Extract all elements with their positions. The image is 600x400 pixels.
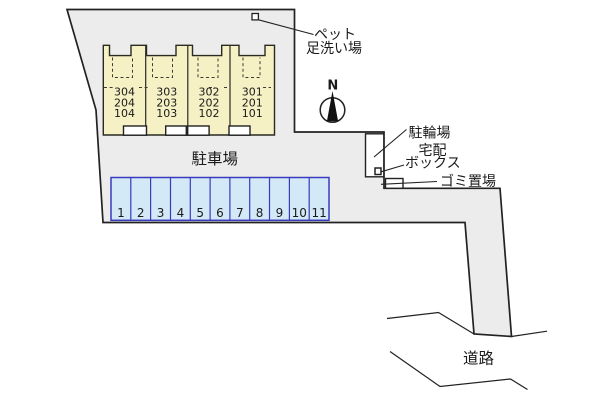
room-number: 303 <box>156 86 177 99</box>
parking-space-number: 6 <box>216 206 224 220</box>
room-number: 301 <box>242 86 263 99</box>
compass-icon: N <box>319 79 346 124</box>
compass-north-label: N <box>327 79 338 94</box>
parking-space-dividers <box>130 177 310 221</box>
entrance-rect-1 <box>122 125 148 136</box>
parking-space-number: 8 <box>256 206 264 220</box>
compass-needle <box>326 91 339 122</box>
room-number: 103 <box>156 107 177 120</box>
bicycle-parking-rect <box>364 133 385 178</box>
room-number: 302 <box>199 86 220 99</box>
room-number: 101 <box>242 107 263 120</box>
room-number: 104 <box>114 107 135 120</box>
entrance-rect-4 <box>228 125 251 136</box>
parking-space-number: 5 <box>196 206 204 220</box>
balcony-dashed-unit3 <box>197 57 219 78</box>
garbage-leader-line <box>380 180 438 185</box>
delivery-leader-line <box>380 164 405 173</box>
parking-space-number: 11 <box>311 206 326 220</box>
entrance-rect-2 <box>164 125 187 136</box>
parking-space-number: 2 <box>137 206 145 220</box>
room-number: 304 <box>114 86 135 99</box>
parking-space-number: 3 <box>157 206 165 220</box>
room-number: 202 <box>199 97 220 110</box>
parking-space-number: 7 <box>236 206 244 220</box>
building-unit-dividers <box>145 45 231 135</box>
garbage-area-label: ゴミ置場 <box>440 173 496 190</box>
room-number: 204 <box>114 97 135 110</box>
parking-space-number: 10 <box>292 206 307 220</box>
bicycle-leader-line <box>373 129 407 158</box>
road-label: 道路 <box>463 350 495 368</box>
pet-area-label-line2: 足洗い場 <box>306 41 362 57</box>
room-number: 201 <box>242 97 263 110</box>
balcony-dashed-unit2 <box>152 57 173 78</box>
pet-wash-rect <box>251 12 260 21</box>
delivery-box-label-line2: ボックス <box>405 156 461 172</box>
parking-lot-rect <box>110 176 330 222</box>
pet-leader-line <box>258 19 314 36</box>
parking-space-number: 9 <box>276 206 284 220</box>
pet-area-label-line1: ペット <box>314 27 356 43</box>
delivery-box-label-line1: 宅配 <box>419 143 447 159</box>
bicycle-parking-label: 駐輪場 <box>409 125 451 142</box>
road-edge-line-upper-right <box>511 330 548 338</box>
road-edge-line-lower <box>389 351 528 391</box>
room-number: 102 <box>199 107 220 120</box>
parking-space-number: 4 <box>177 206 185 220</box>
delivery-box-rect <box>374 167 382 176</box>
entrance-rect-3 <box>186 125 210 136</box>
road-edge-line-upper-left <box>386 311 475 335</box>
car-parking-label: 駐車場 <box>192 150 239 168</box>
room-number: 203 <box>156 97 177 110</box>
parking-space-number: 1 <box>117 206 125 220</box>
balcony-dashed-unit4 <box>242 57 261 78</box>
balcony-dashed-unit1 <box>112 57 133 78</box>
